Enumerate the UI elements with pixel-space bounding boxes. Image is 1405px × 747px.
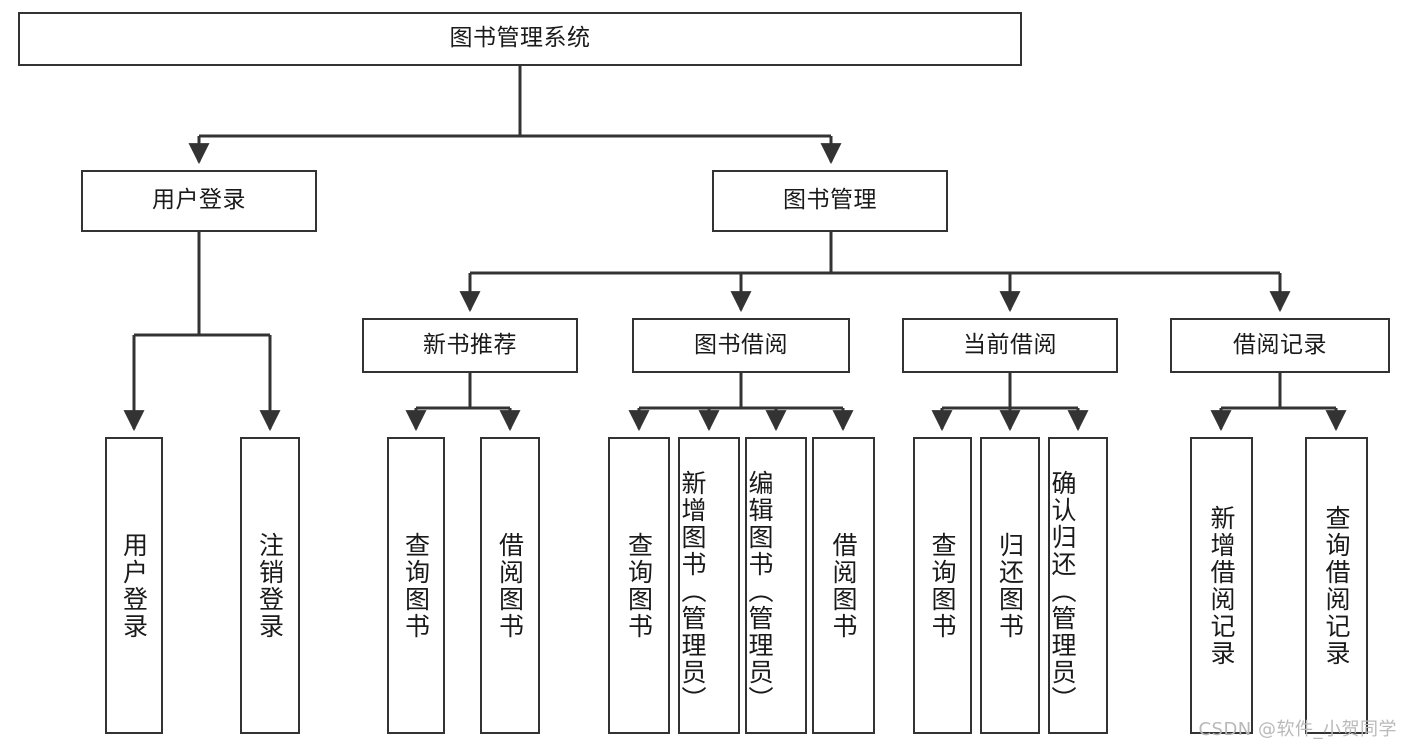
node-leaf-query-book-1[interactable]: 查询图书: [387, 437, 445, 734]
node-leaf-confirm-return[interactable]: 确认归还（管理员）: [1048, 437, 1108, 734]
node-label: 查询借阅记录: [1322, 504, 1351, 667]
node-leaf-edit-book[interactable]: 编辑图书（管理员）: [745, 437, 807, 734]
node-label: 用户登录: [119, 531, 149, 640]
node-new-book-recommend[interactable]: 新书推荐: [362, 318, 578, 373]
node-label: 新增借阅记录: [1207, 504, 1236, 667]
node-leaf-add-book[interactable]: 新增图书（管理员）: [678, 437, 740, 734]
node-label: 归还图书: [995, 531, 1025, 640]
node-leaf-borrow-book-2[interactable]: 借阅图书: [812, 437, 875, 734]
node-label: 注销登录: [255, 531, 285, 640]
node-label: 确认归还（管理员）: [1048, 470, 1077, 713]
node-label: 用户登录: [152, 187, 246, 214]
node-leaf-logout[interactable]: 注销登录: [240, 437, 300, 734]
node-label: 新书推荐: [423, 331, 517, 358]
node-label: 查询图书: [624, 531, 654, 640]
node-label: 当前借阅: [963, 331, 1057, 358]
node-label: 借阅图书: [829, 531, 858, 640]
node-label: 查询图书: [401, 531, 431, 640]
node-label: 借阅记录: [1233, 331, 1327, 358]
node-borrow-record[interactable]: 借阅记录: [1170, 318, 1390, 373]
node-user-login[interactable]: 用户登录: [81, 170, 317, 232]
node-leaf-query-record[interactable]: 查询借阅记录: [1305, 437, 1368, 734]
node-book-borrow[interactable]: 图书借阅: [632, 318, 850, 373]
csdn-watermark: CSDN @软件_小贺同学: [1198, 719, 1397, 740]
node-label: 图书管理: [783, 187, 877, 214]
node-leaf-return-book[interactable]: 归还图书: [980, 437, 1040, 734]
node-label: 图书借阅: [694, 331, 788, 358]
node-leaf-query-book-2[interactable]: 查询图书: [608, 437, 670, 734]
node-label: 新增图书（管理员）: [678, 470, 707, 713]
node-leaf-borrow-book-1[interactable]: 借阅图书: [480, 437, 540, 734]
node-root-system[interactable]: 图书管理系统: [18, 12, 1022, 66]
node-label: 图书管理系统: [449, 25, 591, 52]
node-current-borrow[interactable]: 当前借阅: [902, 318, 1118, 373]
node-label: 编辑图书（管理员）: [745, 470, 774, 713]
node-leaf-add-record[interactable]: 新增借阅记录: [1190, 437, 1253, 734]
node-leaf-user-login[interactable]: 用户登录: [105, 437, 163, 734]
node-book-manage[interactable]: 图书管理: [712, 170, 948, 232]
node-label: 借阅图书: [495, 531, 525, 640]
node-label: 查询图书: [928, 531, 957, 640]
node-leaf-query-book-3[interactable]: 查询图书: [913, 437, 972, 734]
